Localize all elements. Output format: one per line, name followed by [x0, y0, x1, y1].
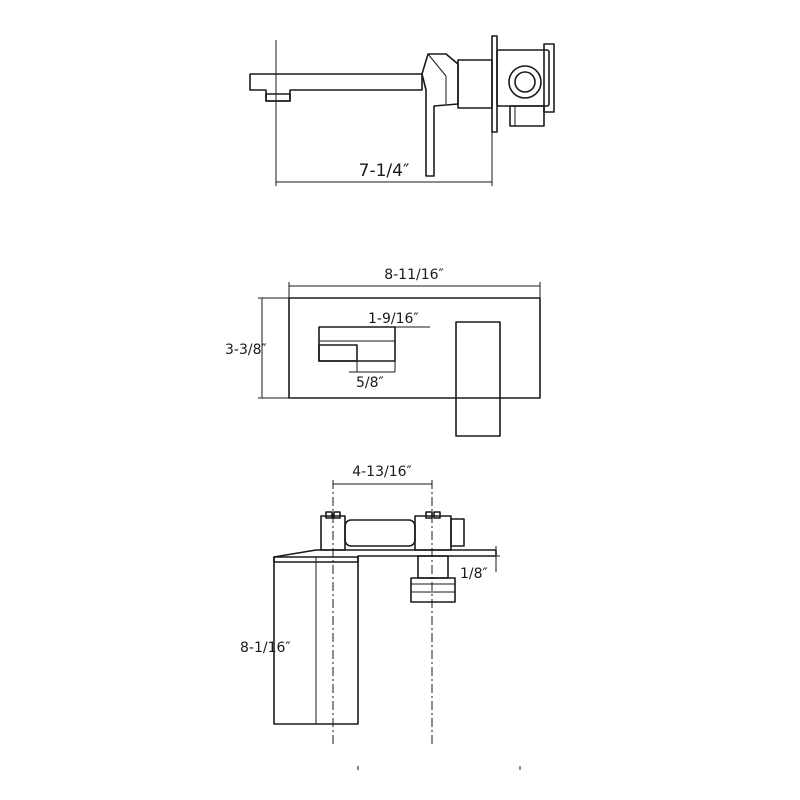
dim-overall-depth: 7-1/4″ [359, 161, 410, 181]
side-valve-port-outer [508, 65, 542, 99]
rough-outlet-fitting [410, 577, 456, 603]
side-view: 7-1/4″ [249, 35, 555, 186]
dim-center-to-center: 4-13/16″ [352, 464, 412, 480]
front-wall-plate [288, 297, 541, 399]
side-handle-edge [427, 53, 447, 77]
rough-right-cap [450, 518, 465, 547]
dim-plate-width: 8-11/16″ [384, 267, 444, 283]
dim-spout-width: 1-9/16″ [368, 311, 419, 327]
side-collar [457, 59, 493, 109]
side-aerator [265, 93, 291, 102]
rough-crossbar [344, 519, 416, 547]
side-valve-outlet [509, 105, 545, 127]
rough-left-riser-nut-a [325, 511, 333, 519]
dim-valve-depth: 8-1/16″ [240, 640, 291, 656]
rough-in-view: 4-13/16″ 1/8″ 8-1/16″ [240, 464, 521, 770]
front-aerator [318, 344, 358, 362]
dim-plate-height: 3-3/8″ [225, 342, 267, 358]
rough-left-riser-nut-b [333, 511, 341, 519]
rough-right-nut-b [433, 511, 441, 519]
front-handle [455, 321, 501, 437]
front-view: 8-11/16″ 3-3/8″ 1-9/16″ 5/8″ [225, 267, 541, 437]
rough-right-valve [414, 515, 452, 551]
dim-plate-thickness: 1/8″ [460, 566, 488, 582]
side-valve-port-inner [514, 71, 536, 93]
rough-right-nut-a [425, 511, 433, 519]
rough-outlet-neck [417, 555, 449, 579]
side-valve-cap [543, 43, 555, 113]
side-handle [421, 53, 459, 177]
dim-spout-height: 5/8″ [356, 375, 384, 391]
